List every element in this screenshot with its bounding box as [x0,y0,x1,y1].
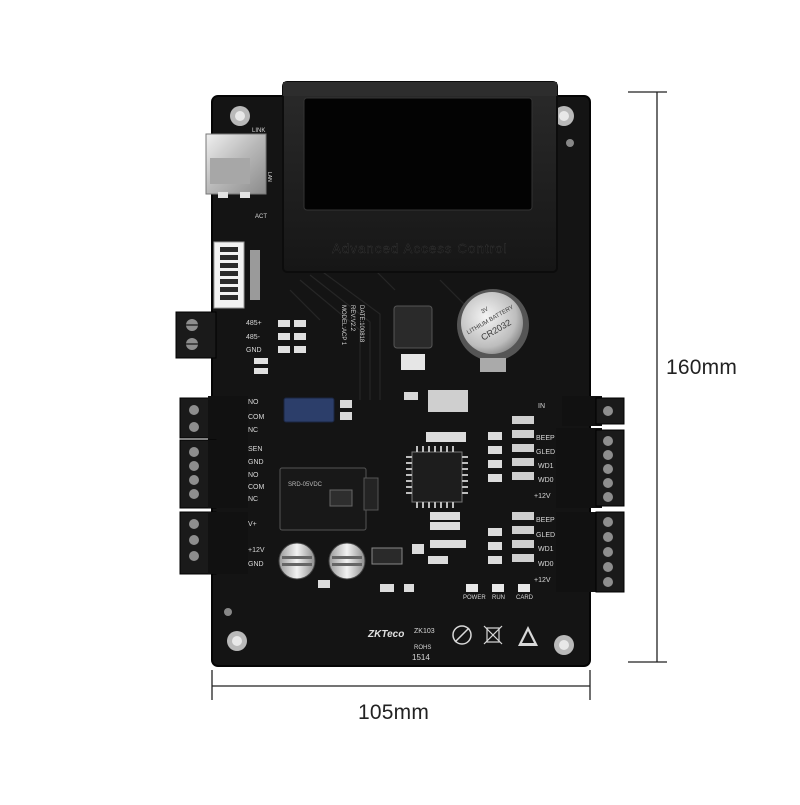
smd-component [404,392,418,400]
crystal [428,390,468,412]
coin-battery: 3V LITHIUM BATTERY CR2032 [457,289,529,372]
status-leds: POWER RUN CARD [463,584,534,601]
com2-label: COM [248,484,265,491]
gled1-label: GLED [536,449,555,456]
height-dimension-label: 160mm [666,356,738,379]
model-line-3: DATE:100818 [358,305,364,343]
vplus-label: V+ [248,521,257,528]
no2-label: NO [248,472,259,479]
date-code: 1514 [412,653,430,662]
smd-component [401,354,425,370]
gnd3-label: GND [248,561,264,568]
ethernet-jack: LINK LAN ACT [205,128,272,220]
v12a-label: +12V [534,493,551,500]
v12-label: +12V [248,547,265,554]
v12b-label: +12V [534,577,551,584]
wd0a-label: WD0 [538,477,554,484]
dip-switch [213,241,260,309]
board-model: ZK103 [414,628,435,635]
lock-relay-terminal: NO COM NC [179,396,265,440]
rs485-minus-label: 485- [246,334,261,341]
model-silkscreen: MODEL:ACP 1 REV:V2.2 DATE:100818 [340,305,364,346]
in-label: IN [538,403,545,410]
nc2-label: NC [248,496,258,503]
reader-terminal-2: BEEP GLED WD1 WD0 +12V [534,511,625,593]
right-terminal-in: IN [538,396,625,426]
power-inductor [393,305,433,349]
sensor-relay-terminal: SEN GND NO COM NC [179,439,265,509]
diode-array [512,416,534,562]
smd-components [318,432,502,592]
width-dimension-label: 105mm [358,701,430,724]
board-branding: ZKTeco ZK103 ROHS 1514 [367,625,538,662]
no1-label: NO [248,399,259,406]
no-lead-icon [452,625,472,645]
power-led-label: POWER [463,595,486,601]
height-dimension-line [628,91,667,663]
gled2-label: GLED [536,532,555,539]
rs485-plus-label: 485+ [246,320,262,327]
brand-logo: ZKTeco [367,629,404,640]
resistor-array [254,320,306,374]
electrolytic-capacitor-1 [278,542,316,580]
model-line-2: REV:V2.2 [349,305,355,332]
weee-bin-icon [483,625,503,645]
power-terminal-block: V+ +12V GND [179,511,265,575]
nc1-label: NC [248,427,258,434]
mounting-holes [224,106,574,655]
blue-component [283,397,335,423]
relay: SRD-05VDC [279,467,379,531]
beep1-label: BEEP [536,435,555,442]
rohs-label: ROHS [414,645,431,651]
smd-component [340,400,352,408]
ethernet-lan-label: LAN [266,172,272,182]
smd-component [340,412,352,420]
rs485-terminal-block: 485+ 485- GND [175,311,262,359]
electrolytic-capacitor-2 [328,542,366,580]
lcd-bezel-text: Advanced Access Control [332,241,508,256]
card-led-label: CARD [516,595,534,601]
wd0b-label: WD0 [538,561,554,568]
beep2-label: BEEP [536,517,555,524]
battery-voltage: 3V [480,306,489,315]
microcontroller-chip [406,446,468,508]
sen-label: SEN [248,446,262,453]
wd1a-label: WD1 [538,463,554,470]
com1-label: COM [248,414,265,421]
run-led-label: RUN [492,595,505,601]
width-dimension-line [211,670,591,700]
relay-text: SRD-05VDC [288,482,323,488]
ethernet-act-label: ACT [255,214,267,220]
ethernet-link-label: LINK [252,128,265,134]
reader-terminal-1: BEEP GLED WD1 WD0 +12V [534,428,625,508]
lcd-module: Advanced Access Control [282,81,558,273]
model-line-1: MODEL:ACP 1 [340,305,346,346]
rs485-gnd-label: GND [246,347,262,354]
wd1b-label: WD1 [538,546,554,553]
gnd2-label: GND [248,459,264,466]
